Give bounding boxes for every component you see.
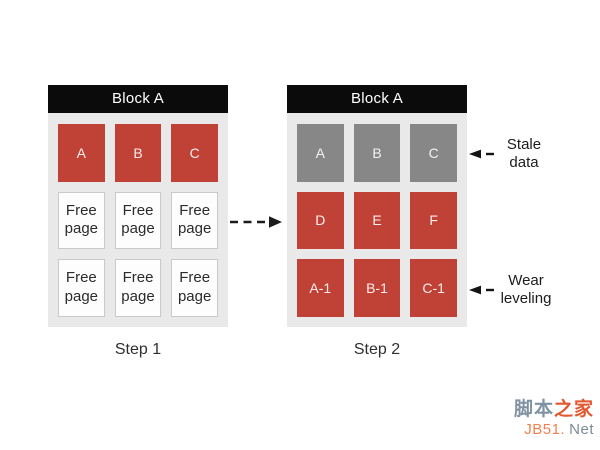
block-step1-body: A B C Free page Free page Free page Free… [48,113,228,327]
block-step1: Block A A B C Free page Free page Free p… [48,85,228,327]
wear-leveling-line2: leveling [500,289,552,307]
free-page-cell: Free page [58,259,105,317]
page-cell-b1: B-1 [353,259,401,317]
block-step2: Block A A B C D E F A-1 B-1 C-1 [287,85,467,327]
free-page-cell: Free page [171,259,218,317]
arrow-left-icon [469,283,496,301]
page-cell-a1: A-1 [297,259,344,317]
wear-leveling-line1: Wear [508,272,544,289]
page-cell-b: B [114,124,162,182]
free-page-cell: Free page [114,191,162,250]
page-cell-e: E [353,191,401,250]
block-step2-header: Block A [287,85,467,113]
free-page-cell: Free page [58,191,105,250]
stale-cell-c: C [410,124,457,182]
watermark-domain: JB51.Net [514,420,594,439]
page-cell-c: C [171,124,218,182]
block-step1-header: Block A [48,85,228,113]
step1-label: Step 1 [114,341,162,358]
page-cell-a: A [58,124,105,182]
watermark-cn-gray: 脚本 [513,399,554,420]
stale-cell-a: A [297,124,344,182]
step2-label: Step 2 [353,341,401,358]
page-cell-c1: C-1 [410,259,457,317]
watermark: 脚本之家 JB51.Net [513,399,594,439]
arrow-left-icon [469,147,496,165]
stale-cell-b: B [353,124,401,182]
free-page-cell: Free page [114,259,162,317]
wear-leveling-label: Wear leveling [488,272,564,307]
dashed-arrow-right-icon [228,214,284,235]
stale-data-line1: Stale [506,136,542,153]
watermark-cn-red: 之家 [553,399,594,420]
free-page-cell: Free page [171,191,218,250]
watermark-domain-gray: Net [569,420,594,438]
watermark-domain-orange: JB51. [524,420,566,438]
page-cell-d: D [297,191,344,250]
stale-data-line2: data [509,153,539,171]
block-step2-body: A B C D E F A-1 B-1 C-1 [287,113,467,327]
stale-data-label: Stale data [492,136,556,171]
watermark-site-name: 脚本之家 [513,399,594,421]
page-cell-f: F [410,191,457,250]
